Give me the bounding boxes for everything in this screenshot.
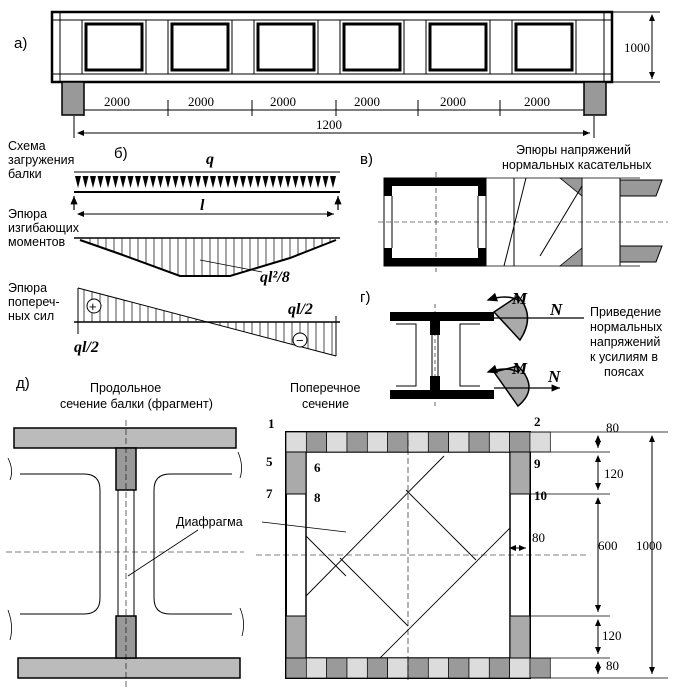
minus-sign: − [296, 333, 304, 348]
span-label: 2000 [104, 94, 130, 109]
shear-epure-line: ных сил [8, 309, 54, 323]
left-support [61, 81, 85, 116]
panel-a-label: а) [14, 35, 27, 52]
shear-epure-line: Эпюра [8, 281, 47, 295]
dim-label: 80 [532, 530, 545, 545]
cross-caption: Поперечное [290, 381, 361, 395]
longitudinal-caption: сечение балки (фрагмент) [60, 397, 213, 411]
span-label: 2000 [440, 94, 466, 109]
plus-sign: + [89, 299, 97, 314]
panel-b-label: б) [114, 145, 128, 162]
ql-2-left-label: ql/2 [74, 339, 99, 356]
panel-d-cross-section: Поперечное сечение 1 2 5 6 7 8 9 10 [256, 381, 668, 682]
load-scheme-line: балки [8, 167, 42, 181]
point-label: 2 [534, 414, 541, 429]
moment-hatching [89, 238, 331, 276]
ql2-8-label: ql²/8 [260, 269, 290, 286]
total-length-label: 1200 [316, 117, 342, 132]
moment-curve [79, 239, 337, 277]
load-scheme-line: загружения [8, 153, 74, 167]
dim-label: 80 [606, 420, 619, 435]
panel-b: б) Схема загружения балки q l Эпюра изги… [8, 139, 342, 357]
moment-epure-line: изгибающих [8, 221, 80, 235]
panel-v: в) Эпюры напряжений нормальных касательн… [360, 143, 668, 272]
diaphragm-label: Диафрагма [176, 515, 243, 529]
height-label: 1000 [624, 40, 650, 55]
panel-v-label: в) [360, 151, 373, 168]
dim-label: 600 [598, 538, 618, 553]
point-label: 10 [534, 488, 547, 503]
load-scheme-line: Схема [8, 139, 46, 153]
flange-tiles [285, 431, 551, 679]
moment-epure-line: Эпюра [8, 207, 47, 221]
moment-bottom-label: M [511, 359, 528, 378]
panel-d-longitudinal: д) Продольное сечение балки (фрагмент) Д… [6, 375, 347, 690]
span-label: 2000 [188, 94, 214, 109]
right-support [583, 81, 607, 116]
panel-g: г) M N M N Приведение нормальных напряже… [360, 289, 663, 408]
force-top-label: N [549, 300, 563, 319]
beam-panels [81, 19, 577, 75]
diaphragm-lines [305, 455, 511, 659]
ql-2-right-label: ql/2 [288, 301, 313, 318]
stress-epure-title: Эпюры напряжений [516, 143, 631, 157]
force-bottom-label: N [547, 367, 561, 386]
l-label: l [200, 197, 205, 214]
dim-label: 80 [606, 658, 619, 673]
reduction-caption: Приведение [590, 305, 661, 319]
dim-label: 120 [602, 628, 622, 643]
cross-caption: сечение [302, 397, 349, 411]
point-label: 6 [314, 460, 321, 475]
shear-hatching [83, 289, 333, 355]
point-label: 1 [268, 416, 275, 431]
distributed-load-arrows [75, 176, 336, 188]
point-label: 5 [266, 454, 273, 469]
moment-top-label: M [511, 289, 528, 308]
span-label: 2000 [354, 94, 380, 109]
dim-label: 120 [604, 466, 624, 481]
dim-label: 1000 [636, 538, 662, 553]
span-dimensions: 2000 2000 2000 2000 2000 2000 [104, 94, 550, 109]
reduction-caption: напряжений [590, 335, 660, 349]
panel-d-label: д) [16, 375, 30, 392]
span-label: 2000 [524, 94, 550, 109]
q-label: q [206, 151, 214, 168]
stress-epure-subtitle: нормальных касательных [502, 158, 652, 172]
longitudinal-caption: Продольное [90, 381, 161, 395]
point-label: 8 [314, 490, 321, 505]
span-label: 2000 [270, 94, 296, 109]
reduction-caption: поясах [604, 365, 645, 379]
point-label: 7 [266, 486, 273, 501]
shear-epure-line: попереч- [8, 295, 60, 309]
reduction-caption: к усилиям в [590, 350, 658, 364]
point-label: 9 [534, 456, 541, 471]
beam-outline [50, 10, 614, 84]
panel-g-label: г) [360, 289, 370, 306]
reduction-caption: нормальных [590, 320, 663, 334]
panel-a: а) [14, 10, 660, 138]
moment-epure-line: моментов [8, 235, 66, 249]
